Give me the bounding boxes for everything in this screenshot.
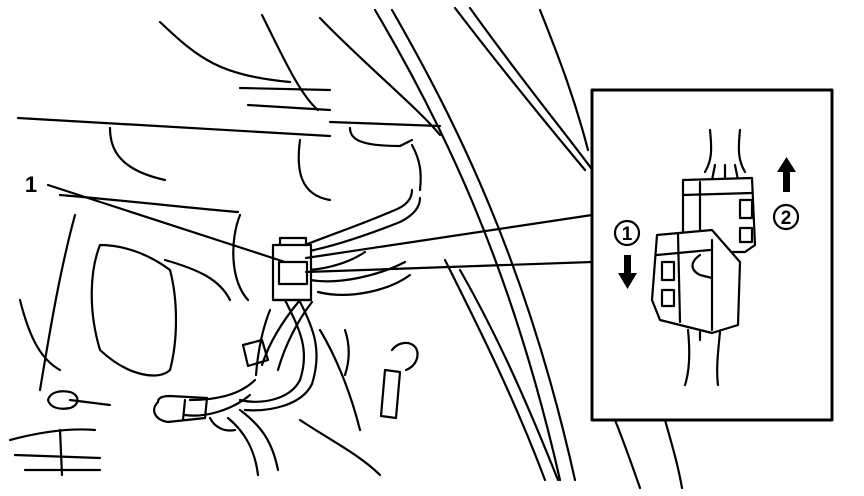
- door-frame-lines: [373, 6, 684, 490]
- step-1-marker: 1: [613, 219, 641, 247]
- callout-leader-lines: [46, 183, 594, 274]
- step-1-arrow-icon: [618, 255, 637, 289]
- step-2-marker: 2: [772, 203, 800, 231]
- body-panel-lines: [16, 13, 442, 302]
- part-callout-label: 1: [25, 172, 37, 197]
- harness-connector: [271, 236, 313, 302]
- step-2-arrow-icon: [777, 157, 796, 192]
- harness-clamps: [153, 338, 419, 432]
- trim-panel: [18, 213, 232, 392]
- step-1-label: 1: [622, 224, 633, 245]
- step-2-label: 2: [781, 208, 792, 229]
- bracket: [8, 390, 112, 477]
- detail-inset: [590, 88, 834, 422]
- wire-harness: [183, 188, 422, 477]
